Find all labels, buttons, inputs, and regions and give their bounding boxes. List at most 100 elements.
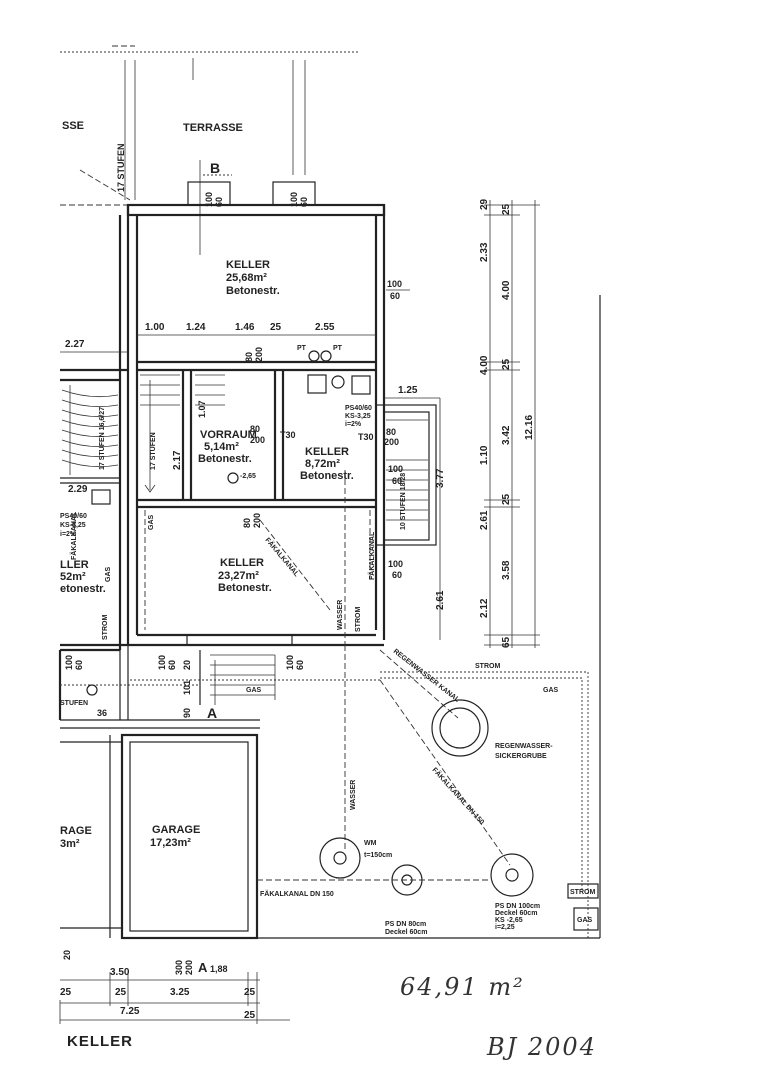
ps-dn100-3: KS -2,65 xyxy=(495,917,523,924)
vchain-1-10: 1.10 xyxy=(479,445,490,465)
strom-mid-label: STROM xyxy=(355,607,362,632)
stufen-vorraum: 17 STUFEN xyxy=(150,432,157,470)
door-80-d: 80 xyxy=(386,427,396,437)
drawing-title: KELLER xyxy=(67,1033,133,1050)
brow1-3-25: 3.25 xyxy=(170,987,190,998)
bottom-win-3: 100 xyxy=(285,655,295,670)
win-right-1: 100 xyxy=(387,279,402,289)
dim-2-27: 2.27 xyxy=(65,339,85,350)
wm-1: WM xyxy=(364,840,377,847)
gas-left-label: GAS xyxy=(105,567,112,583)
sickergrube-1: REGENWASSER- xyxy=(495,743,553,750)
section-b-label: B xyxy=(210,160,220,176)
door-80-c: 80 xyxy=(242,518,252,528)
dim-top-3: 1.46 xyxy=(235,322,255,333)
keller-mid-area: 8,72m² xyxy=(305,458,340,470)
dim-120: 20 xyxy=(182,660,192,670)
room-vorraum: 17 STUFEN 2.17 1.07 VORRAUM 5,14m² Beton… xyxy=(140,347,296,528)
ps-right-1: PS40/60 xyxy=(345,405,372,412)
win-top-2: 60 xyxy=(214,197,224,207)
garage-left-area: 3m² xyxy=(60,838,80,850)
faekal-left-label: FÄKALKANAL xyxy=(70,511,78,560)
win-r3-2: 60 xyxy=(392,570,402,580)
handwritten-year: BJ 2004 xyxy=(486,1033,597,1061)
ps-right-3: i=2% xyxy=(345,421,362,428)
dim-300: 300 xyxy=(174,960,184,975)
dim-90: 90 xyxy=(182,708,192,718)
win-r3-1: 100 xyxy=(388,559,403,569)
strom-top-label: STROM xyxy=(475,663,500,670)
room-garage: GARAGE 17,23m² RAGE 3m² 300 200 20 A 1,8… xyxy=(60,733,259,975)
dim-101: 101 xyxy=(182,680,192,695)
sickergrube-2: SICKERGRUBE xyxy=(495,753,547,760)
win-top-3: 100 xyxy=(289,192,299,207)
dim-2-61-right: 2.61 xyxy=(435,590,446,610)
vorraum-floor: Betonestr. xyxy=(198,453,252,465)
ps-dn-2: Deckel 60cm xyxy=(385,929,427,936)
wm-2: t=150cm xyxy=(364,852,392,859)
faekal-mid-label: FÄKALKANAL xyxy=(263,536,301,579)
faekal-dn150-right: FÄKALKANAL DN 150 xyxy=(431,766,486,826)
win-r2-2: 60 xyxy=(392,476,402,486)
building-walls xyxy=(126,181,437,647)
garage-area: 17,23m² xyxy=(150,837,191,849)
stufen-bottom-label: STUFEN xyxy=(60,700,88,707)
dim-top-2: 1.24 xyxy=(186,322,206,333)
section-marker-b: B xyxy=(199,160,232,255)
door-1-07: 1.07 xyxy=(197,400,207,418)
ps-dn-1: PS DN 80cm xyxy=(385,921,426,928)
stufen-left-label: 17 STUFEN 16,6/27 xyxy=(99,407,106,470)
vertical-dimensions: 29 2.33 4.00 25 4.00 1.10 25 2.61 2.12 6… xyxy=(479,198,540,648)
dim-200: 200 xyxy=(184,960,194,975)
keller-left-floor: etonestr. xyxy=(60,583,106,595)
strom-box-label: STROM xyxy=(570,889,595,896)
vchain-2-12: 2.12 xyxy=(479,598,490,618)
level-vorraum: -2,65 xyxy=(240,473,256,480)
faekal-kanal-right: FÄKALKANAL xyxy=(368,531,376,580)
door-200-d: 200 xyxy=(384,437,399,447)
garage-left-name: RAGE xyxy=(60,825,92,837)
keller-top-name: KELLER xyxy=(226,259,270,271)
bottom-win-1: 100 xyxy=(157,655,167,670)
win-top-1: 100 xyxy=(204,192,214,207)
keller-bottom-area: 23,27m² xyxy=(218,570,259,582)
dim-20: 20 xyxy=(62,950,72,960)
gas-label: GAS xyxy=(148,515,155,531)
ps-left-1: PS40/60 xyxy=(60,513,87,520)
ps-dn100-2: Deckel 60cm xyxy=(495,910,537,917)
terrace-left-label: SSE xyxy=(62,120,84,132)
keller-bottom-name: KELLER xyxy=(220,557,264,569)
ps-right-2: KS-3,25 xyxy=(345,413,371,420)
t30-b: T30 xyxy=(358,432,374,442)
keller-left-area: 52m² xyxy=(60,571,86,583)
gas-box-label: GAS xyxy=(577,917,593,924)
keller-top-area: 25,68m² xyxy=(226,272,267,284)
brow1-3-50: 3.50 xyxy=(110,967,130,978)
wasser-bottom-label: WASSER xyxy=(350,780,357,810)
pt-1: PT xyxy=(297,345,307,352)
win-right-2: 60 xyxy=(390,291,400,301)
vorraum-name: VORRAUM xyxy=(200,429,257,441)
dim-2-17: 2.17 xyxy=(172,450,183,470)
keller-top-floor: Betonestr. xyxy=(226,285,280,297)
door-80-a: 80 xyxy=(244,352,254,362)
dim-top-4: 25 xyxy=(270,322,282,333)
terrace-label: TERRASSE xyxy=(183,122,243,134)
brow2-25: 25 xyxy=(244,1010,256,1021)
keller-left-name: LLER xyxy=(60,559,89,571)
vorraum-area: 5,14m² xyxy=(204,441,239,453)
level-188: 1,88 xyxy=(210,964,228,974)
strom-left-label: STROM xyxy=(102,615,109,640)
ps-left-2: KS-3,25 xyxy=(60,522,86,529)
door-200-c: 200 xyxy=(252,513,262,528)
stufen-right: 10 STUFEN 18/28 xyxy=(400,473,407,530)
regenwasser-kanal-label: REGENWASSER KANAL xyxy=(392,648,461,704)
lower-entry: GAS 90 101 20 A STUFEN 36 xyxy=(58,645,380,729)
door-200-b: 200 xyxy=(250,435,265,445)
vchain-2-33: 2.33 xyxy=(479,242,490,262)
win-top-4: 60 xyxy=(299,197,309,207)
vchain-25-b: 25 xyxy=(501,493,512,505)
dim-2-29: 2.29 xyxy=(68,484,88,495)
brow2-7-25: 7.25 xyxy=(120,1006,140,1017)
